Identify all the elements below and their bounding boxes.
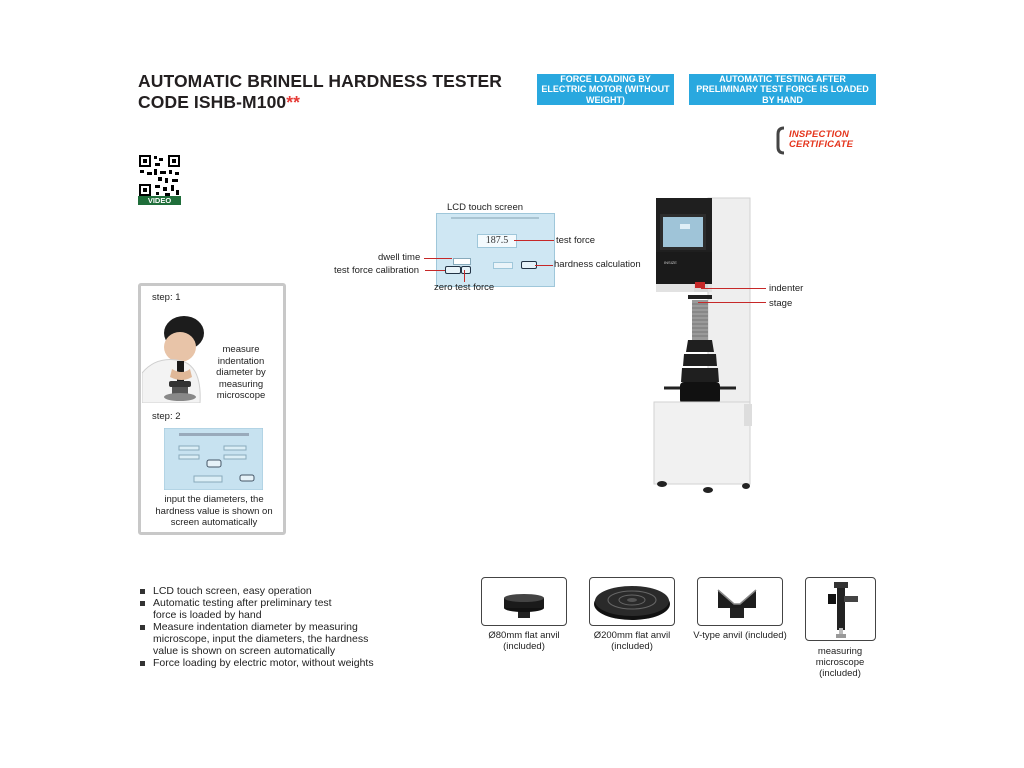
list-item: Measure indentation diameter by measurin…	[138, 621, 438, 657]
indenter-label: indenter	[769, 283, 804, 294]
step-2-description: input the diameters, the hardness value …	[155, 494, 273, 528]
dwell-time-leader	[424, 258, 452, 259]
svg-text:INSIZE: INSIZE	[664, 260, 677, 265]
stage-label: stage	[769, 298, 793, 309]
lcd-title: LCD touch screen	[447, 202, 524, 213]
operator-microscope-photo	[142, 303, 214, 403]
list-item: LCD touch screen, easy operation	[138, 585, 438, 597]
flat-anvil-80-icon	[504, 594, 544, 618]
feature-text: Automatic testing after preliminary test…	[153, 597, 332, 621]
calibration-button[interactable]	[445, 266, 461, 274]
bullet-icon	[140, 625, 145, 630]
v-type-anvil-icon	[717, 589, 757, 618]
zero-button[interactable]	[461, 266, 471, 274]
accessory-v-anvil-caption: V-type anvil (included)	[693, 630, 787, 641]
badge-text: AUTOMATIC TESTING AFTER PRELIMINARY TEST…	[696, 73, 869, 105]
video-label[interactable]: VIDEO	[138, 196, 181, 205]
lcd-dwell-field	[453, 258, 471, 265]
bullet-icon	[140, 601, 145, 606]
zero-test-force-label: zero test force	[434, 282, 495, 293]
accessory-v-anvil	[697, 577, 783, 626]
accessory-microscope-caption: measuring microscope (included)	[815, 646, 865, 679]
title-line-2: CODE ISHB-M100**	[138, 92, 502, 113]
accessory-80mm-anvil	[481, 577, 567, 626]
inspection-certificate: INSPECTION CERTIFICATE	[789, 130, 853, 150]
hardness-calc-leader	[535, 265, 553, 266]
accessory-80mm-caption: Ø80mm flat anvil (included)	[488, 630, 560, 652]
step-2-label: step: 2	[152, 411, 181, 422]
bullet-icon	[140, 661, 145, 666]
cert-line-2: CERTIFICATE	[789, 139, 854, 150]
feature-badge-automatic-testing: AUTOMATIC TESTING AFTER PRELIMINARY TEST…	[689, 74, 876, 105]
qr-code-icon[interactable]	[138, 154, 181, 197]
inspection-certificate-icon	[776, 126, 785, 155]
lcd-header-bar	[451, 217, 539, 219]
measuring-microscope-icon	[828, 582, 858, 638]
accessory-200mm-anvil	[589, 577, 675, 626]
feature-list: LCD touch screen, easy operation Automat…	[138, 585, 438, 669]
cert-line-1: INSPECTION	[789, 129, 850, 140]
test-force-label: test force	[556, 235, 596, 246]
lcd-reading: 187.5	[477, 234, 517, 248]
accessory-200mm-caption: Ø200mm flat anvil (included)	[593, 630, 671, 652]
accessory-microscope	[805, 577, 876, 641]
indenter-leader	[701, 288, 766, 289]
zero-leader	[464, 270, 465, 282]
flat-anvil-200-icon	[594, 586, 670, 620]
bullet-icon	[140, 589, 145, 594]
lcd-screen: 187.5	[436, 213, 555, 287]
stage-leader	[698, 302, 766, 303]
list-item: Automatic testing after preliminary test…	[138, 597, 438, 621]
feature-text: Force loading by electric motor, without…	[153, 657, 374, 669]
hardness-calculation-label: hardness calculation	[554, 259, 641, 270]
page-title: AUTOMATIC BRINELL HARDNESS TESTER CODE I…	[138, 71, 502, 113]
hardness-input-screen	[164, 428, 263, 490]
hardness-tester-machine: INSIZE	[653, 197, 752, 493]
test-force-leader	[514, 240, 554, 241]
step-1-label: step: 1	[152, 292, 181, 303]
title-line-1: AUTOMATIC BRINELL HARDNESS TESTER	[138, 71, 503, 91]
feature-badge-electric-motor: FORCE LOADING BY ELECTRIC MOTOR (WITHOUT…	[537, 74, 674, 105]
dwell-time-label: dwell time	[378, 252, 421, 263]
step-1-description: measure indentation diameter by measurin…	[216, 344, 266, 401]
lcd-field	[493, 262, 513, 269]
title-stars: **	[286, 92, 301, 112]
badge-text: FORCE LOADING BY ELECTRIC MOTOR (WITHOUT…	[541, 73, 670, 105]
feature-text: LCD touch screen, easy operation	[153, 585, 312, 597]
list-item: Force loading by electric motor, without…	[138, 657, 438, 669]
calibration-leader	[425, 270, 445, 271]
test-force-calibration-label: test force calibration	[334, 265, 420, 276]
feature-text: Measure indentation diameter by measurin…	[153, 621, 369, 657]
product-code: CODE ISHB-M100	[138, 92, 287, 112]
